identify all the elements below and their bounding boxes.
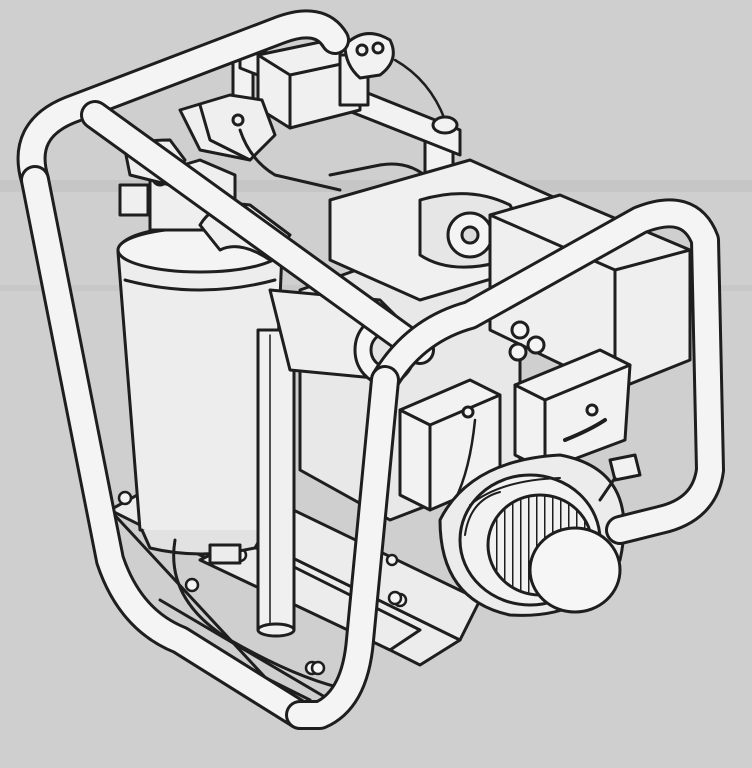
engine-shroud bbox=[488, 193, 692, 392]
filter-canister bbox=[116, 223, 284, 565]
roll-cage-frame bbox=[16, 9, 725, 730]
pressure-gauge-fitting bbox=[343, 32, 459, 135]
discharge-pipe bbox=[256, 328, 296, 638]
air-cleaner-right bbox=[513, 348, 632, 472]
cage-fasteners bbox=[310, 553, 403, 676]
air-cleaner-left bbox=[398, 378, 502, 512]
starter-cap bbox=[528, 526, 622, 614]
throttle-lever bbox=[598, 453, 642, 502]
